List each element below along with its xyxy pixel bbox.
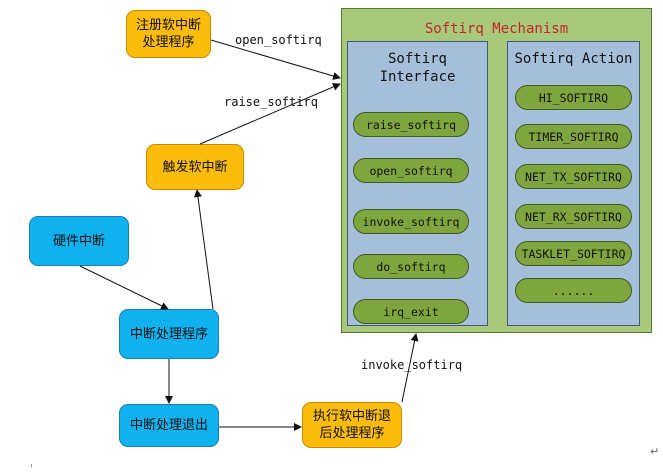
action-item-net-rx-softirq: NET_RX_SOFTIRQ [515,204,632,229]
label-raise-softirq: raise_softirq [224,95,318,109]
action-item-tasklet-softirq: TASKLET_SOFTIRQ [515,241,632,266]
arrow-handler-to-trigger [193,189,214,310]
mechanism-title: Softirq Mechanism [424,21,569,37]
softirq-action-panel: Softirq Action HI_SOFTIRQ TIMER_SOFTIRQ … [507,41,640,326]
interface-item-raise-softirq: raise_softirq [353,112,469,137]
interface-item-open-softirq: open_softirq [353,158,469,183]
interface-title-line2: Interface [379,69,456,85]
trigger-softirq-node: 触发软中断 [146,144,244,190]
label-open-softirq: open_softirq [235,33,322,47]
arrow-raise-softirq [199,83,341,145]
interface-item-irq-exit: irq_exit [353,299,469,324]
execute-node-label: 执行软中断退后处理程序 [312,409,391,441]
interface-item-do-softirq: do_softirq [353,254,469,279]
interface-item-invoke-softirq: invoke_softirq [353,209,469,234]
arrow-open-softirq [210,39,341,80]
cursor-mark-icon: ˈ [30,462,34,475]
exit-node-label: 中断处理退出 [129,418,208,433]
label-invoke-softirq: invoke_softirq [361,358,463,372]
action-item-timer-softirq: TIMER_SOFTIRQ [515,124,632,149]
action-title: Softirq Action [514,51,633,67]
trigger-node-label: 触发软中断 [162,159,228,175]
hardware-interrupt-node: 硬件中断 [29,216,129,266]
interrupt-exit-node: 中断处理退出 [119,404,219,447]
arrow-invoke-softirq [401,333,419,403]
action-item-net-tx-softirq: NET_TX_SOFTIRQ [515,164,632,189]
hardware-node-label: 硬件中断 [52,233,105,249]
interrupt-handler-node: 中断处理程序 [119,309,219,359]
register-softirq-handler-node: 注册软中断处理程序 [126,10,211,58]
arrow-hardware-to-handler [79,265,169,310]
execute-softirq-node: 执行软中断退后处理程序 [302,402,402,448]
register-node-label: 注册软中断处理程序 [135,18,201,50]
softirq-mechanism-panel: Softirq Mechanism Softirq Interface rais… [341,8,652,333]
interface-title-line1: Softirq [387,51,447,67]
handler-node-label: 中断处理程序 [129,326,208,342]
return-mark-icon: ↵ [650,445,660,458]
action-item-hi-softirq: HI_SOFTIRQ [515,85,632,110]
action-item-ellipsis: ...... [515,278,632,303]
softirq-interface-panel: Softirq Interface raise_softirq open_sof… [347,41,488,326]
